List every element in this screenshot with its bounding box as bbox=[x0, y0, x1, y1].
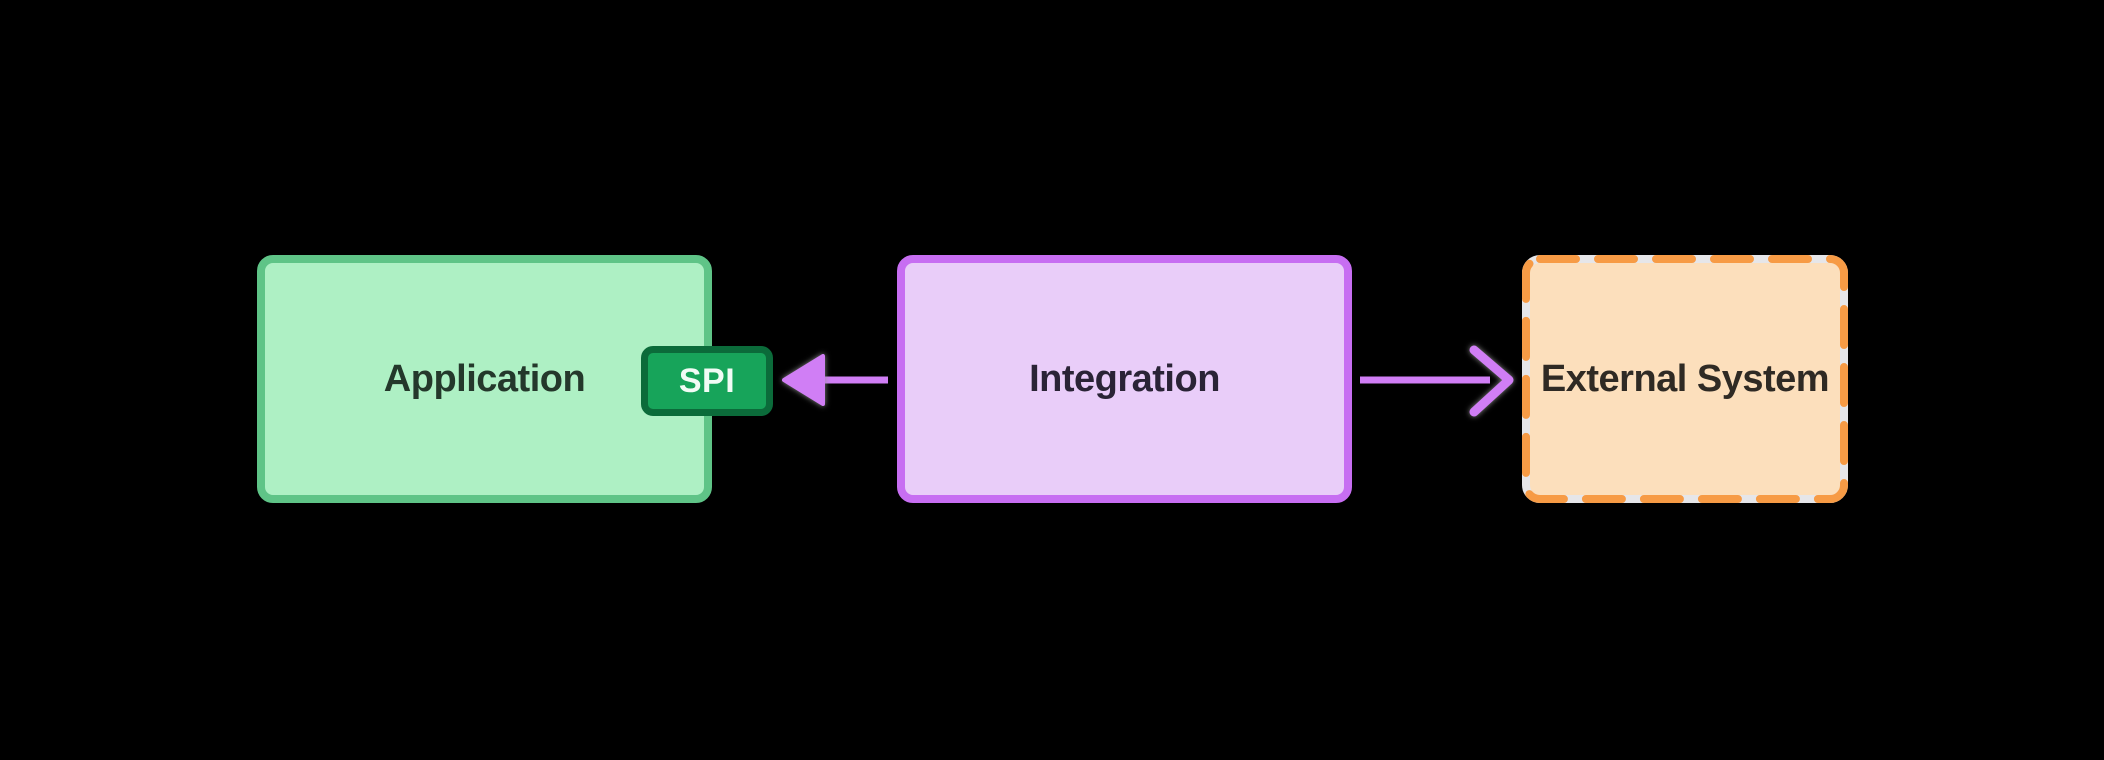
node-application-label: Application bbox=[383, 357, 586, 400]
arrowhead-chevron-right-icon bbox=[1469, 345, 1514, 417]
external-system-dashed-border bbox=[1522, 255, 1848, 503]
node-integration-label: Integration bbox=[1029, 357, 1220, 400]
node-application: Application bbox=[257, 255, 712, 503]
spi-badge-label: SPI bbox=[678, 361, 736, 400]
arrowhead-triangle-left-icon bbox=[782, 354, 825, 406]
node-external-system-label: External System bbox=[1540, 357, 1830, 400]
node-integration: Integration bbox=[897, 255, 1352, 503]
node-external-system: External System bbox=[1522, 255, 1848, 503]
spi-badge: SPI bbox=[641, 346, 773, 416]
arrow-integration-to-application bbox=[782, 354, 888, 406]
arrow-integration-to-external-system bbox=[1360, 345, 1514, 417]
